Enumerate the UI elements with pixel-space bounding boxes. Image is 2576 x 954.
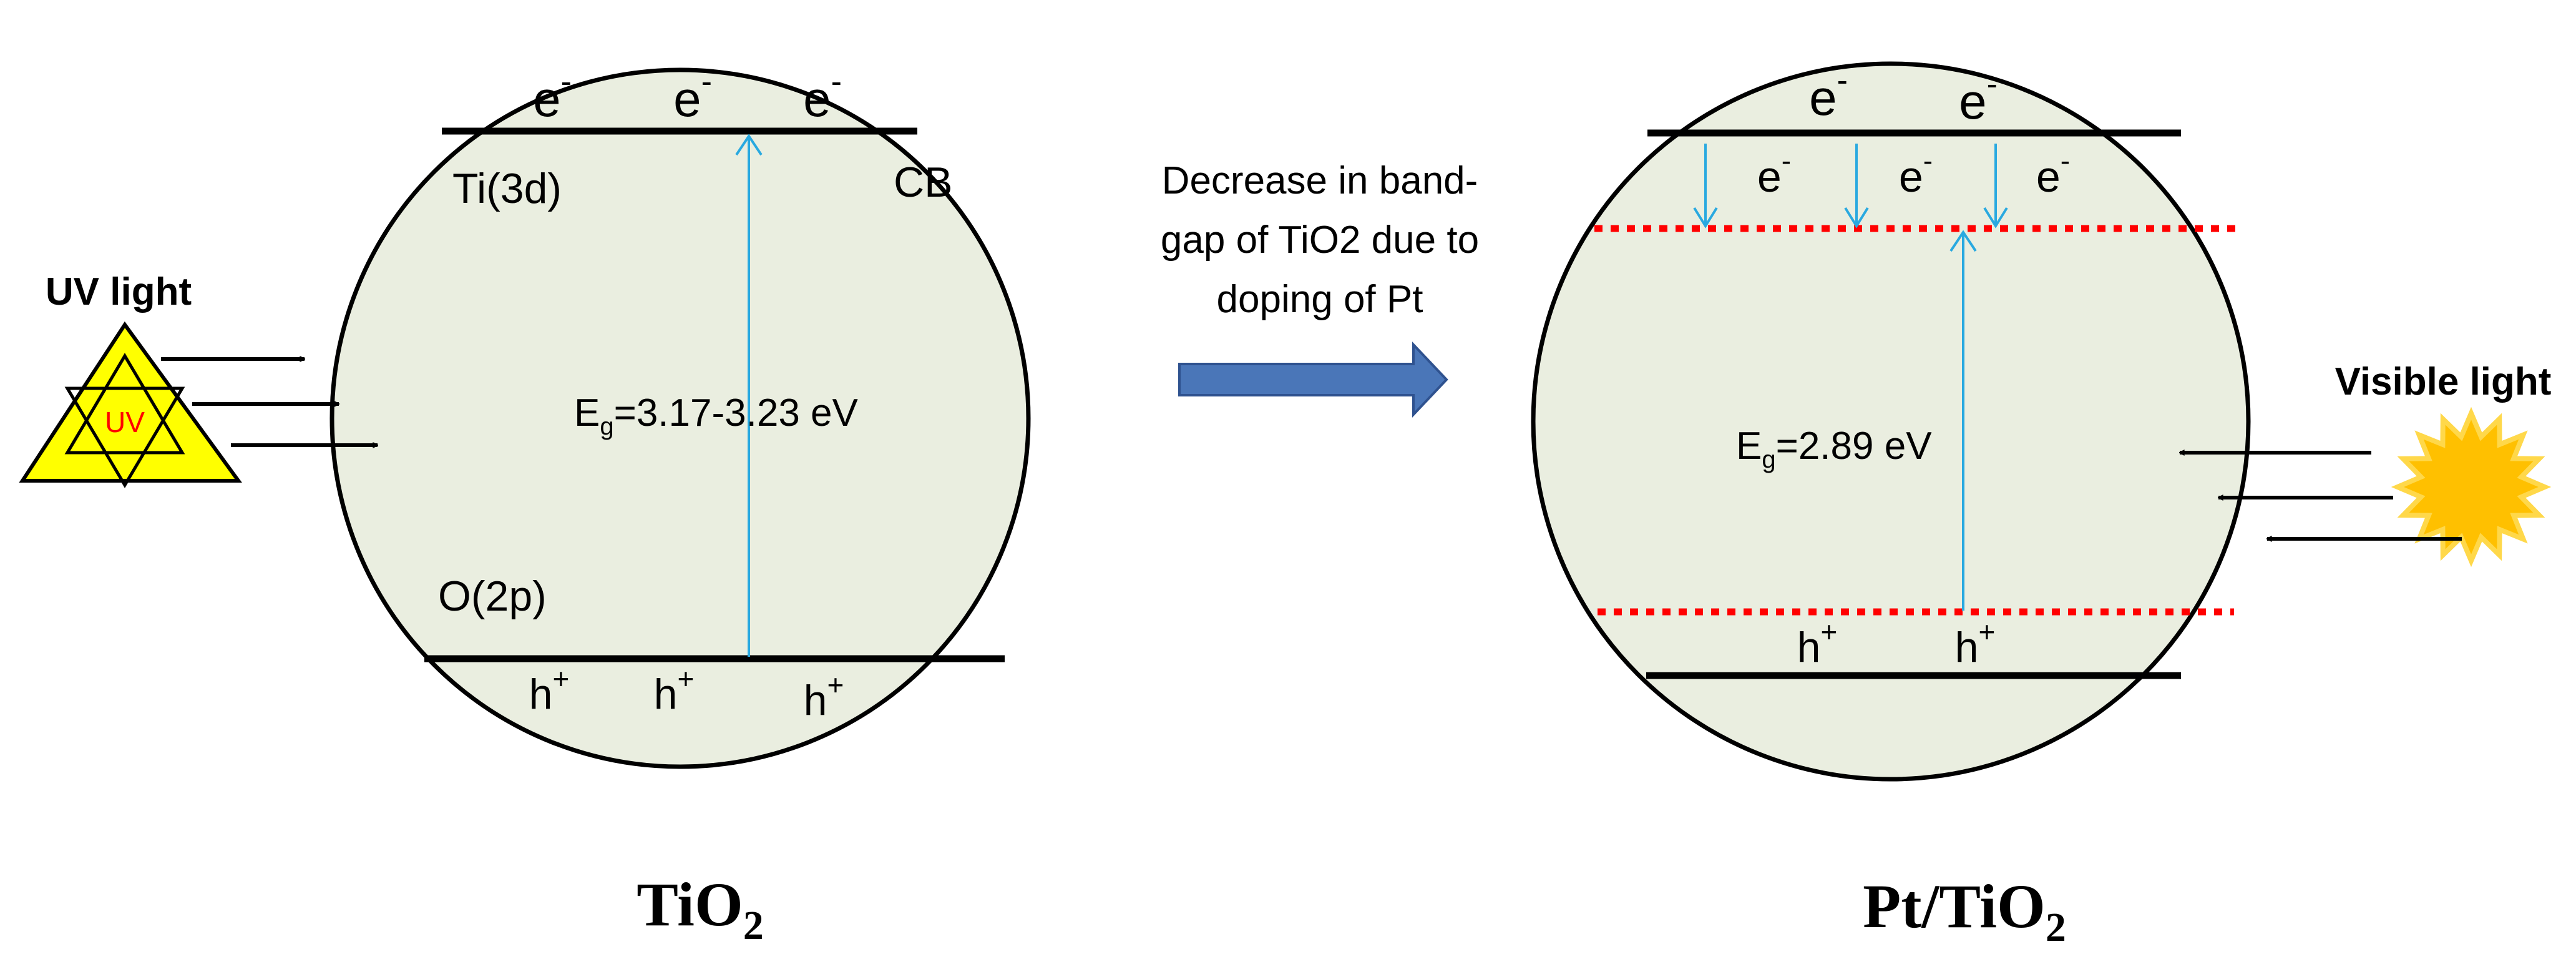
uv-icon-label: UV [105, 406, 145, 438]
uv-light-label: UV light [46, 270, 192, 313]
uv-light-source: UV light UV [19, 270, 378, 488]
tio2-excitation-arrow [735, 134, 763, 657]
uv-warning-triangle-icon [19, 321, 242, 483]
electron-transfer-arrow [1844, 144, 1869, 229]
pt-tio2-band-gap-label: Eg=2.89 eV [1736, 425, 1932, 473]
tio2-electron: e- [533, 64, 572, 127]
pt-tio2-hole: h+ [1955, 616, 1996, 671]
tio2-caption: TiO2 [637, 870, 763, 948]
tio2-vb-orbital-label: O(2p) [438, 573, 547, 620]
electron-transfer-arrow [1693, 144, 1718, 229]
uv-star-icon [64, 386, 185, 488]
doping-description: gap of TiO2 due to [1161, 219, 1479, 262]
doping-transition: Decrease in band- gap of TiO2 due to dop… [1161, 159, 1479, 418]
pt-tio2-electron: e- [1809, 62, 1848, 125]
tio2-band-gap-label: Eg=3.17-3.23 eV [574, 391, 859, 440]
tio2-cb-orbital-label: Ti(3d) [452, 165, 562, 212]
pt-tio2-circle [1531, 61, 2251, 782]
pt-tio2-caption: Pt/TiO2 [1863, 872, 2066, 950]
tio2-cb-label: CB [894, 159, 952, 206]
pt-tio2-hole: h+ [1797, 616, 1838, 671]
tio2-hole: h+ [654, 662, 695, 718]
pt-tio2-trapped-electron: e- [1757, 144, 1791, 201]
visible-light-source: Visible light [2180, 360, 2552, 568]
tio2-hole: h+ [529, 662, 570, 718]
uv-star-icon [64, 353, 185, 455]
electron-transfer-arrow [1983, 144, 2008, 229]
tio2-electron: e- [803, 64, 842, 127]
tio2-hole: h+ [804, 669, 844, 724]
doping-description: Decrease in band- [1162, 159, 1478, 202]
tio2-circle [329, 67, 1031, 769]
doping-description: doping of Pt [1217, 278, 1423, 321]
right-arrow-icon [1178, 341, 1448, 418]
pt-tio2-panel: e- e- e- e- e- Eg=2.89 eV h+ h+ Pt/TiO2 [1531, 61, 2251, 950]
sun-icon [2391, 406, 2552, 568]
pt-tio2-excitation-arrow [1949, 230, 1977, 611]
pt-tio2-trapped-electron: e- [1899, 144, 1933, 201]
tio2-panel: e- e- e- Ti(3d) CB Eg=3.17-3.23 eV O(2p)… [329, 64, 1031, 948]
pt-tio2-electron: e- [1959, 66, 1998, 129]
tio2-electron: e- [673, 64, 712, 127]
pt-tio2-trapped-electron: e- [2036, 144, 2070, 201]
visible-light-label: Visible light [2335, 360, 2552, 403]
